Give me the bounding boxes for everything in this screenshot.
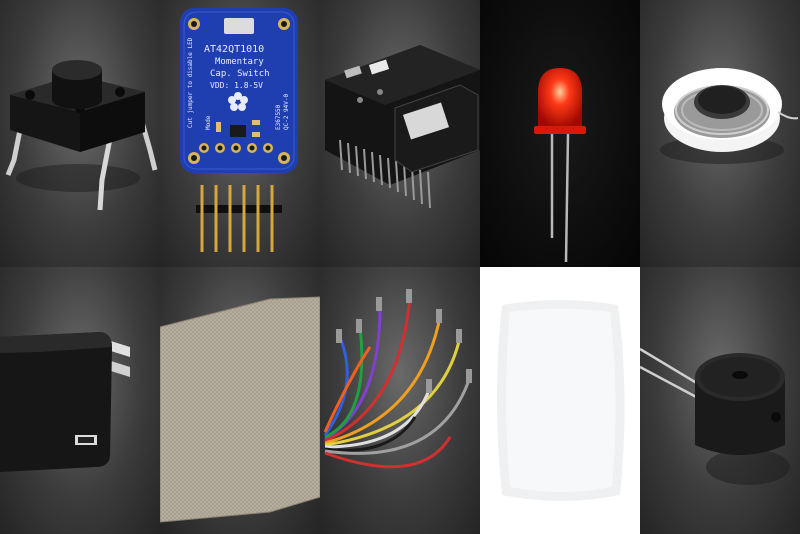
pcb-line-cap-switch: Cap. Switch [210,69,270,79]
conductive-fabric-photo [160,267,320,534]
capacitive-touch-breakout-photo: AT42QT1010 Momentary Cap. Switch VDD: 1.… [160,0,320,267]
pcb-mode-label: Mode [205,115,212,130]
stuffing-bag-photo [480,267,640,534]
piezo-buzzer-photo [640,267,800,534]
adafruit-flower-icon [228,92,248,111]
jumper-wires-photo [320,267,480,534]
pcb-line-momentary: Momentary [215,57,264,67]
pcb-chip-label: AT42QT1010 [204,44,264,55]
tactile-button-photo [0,0,160,267]
pcb-side-note: Cut jumper to disable LED [187,37,194,128]
solder-spool-photo [640,0,800,267]
usb-wall-adapter-photo [0,267,160,534]
red-led-photo [480,0,640,267]
pcb-cert-label-2: QC-2 94V-0 [283,93,290,130]
pcb-cert-label: E367550 [275,104,282,130]
pcb-line-vdd: VDD: 1.8-5V [210,81,263,90]
feather-board-photo [320,0,480,267]
